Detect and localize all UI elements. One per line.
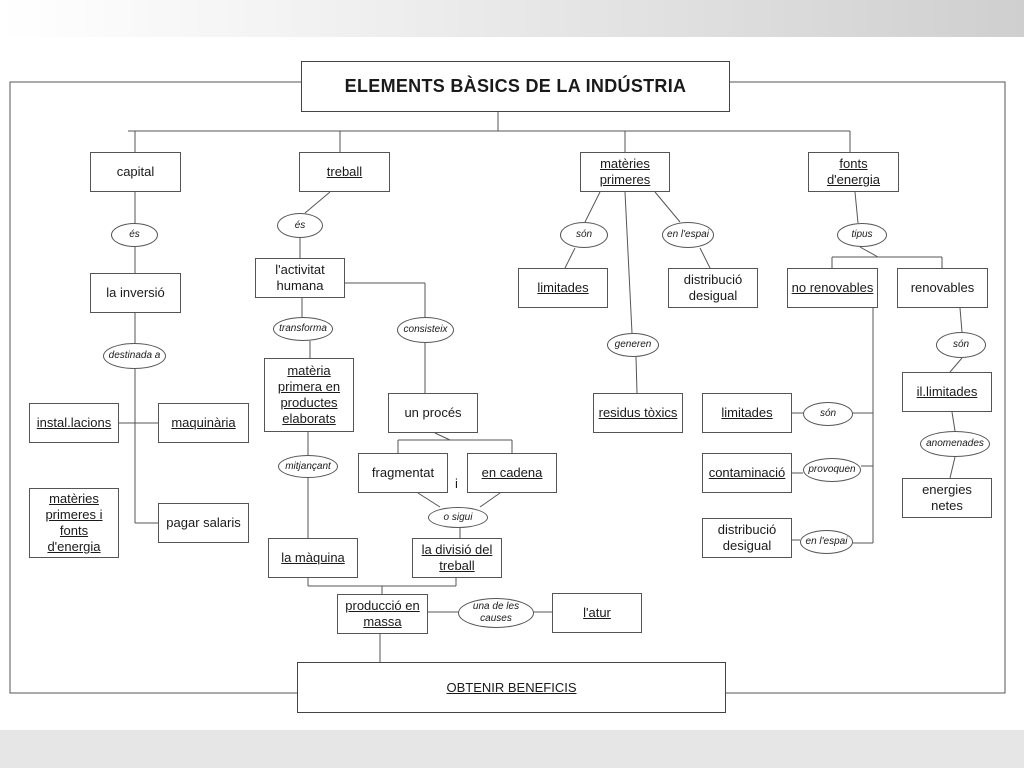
connector-son-renovables: són bbox=[936, 332, 986, 358]
node-limitades-materies: limitades bbox=[518, 268, 608, 308]
connector-es-treball: és bbox=[277, 213, 323, 238]
node-contaminacio: contaminació bbox=[702, 453, 792, 493]
node-fragmentat: fragmentat bbox=[358, 453, 448, 493]
page-title: ELEMENTS BÀSICS DE LA INDÚSTRIA bbox=[344, 76, 687, 96]
node-instalacions: instal.lacions bbox=[29, 403, 119, 443]
node-capital: capital bbox=[90, 152, 181, 192]
connector-generen: generen bbox=[607, 333, 659, 357]
connector-consisteix: consisteix bbox=[397, 317, 454, 343]
connector-una-de-les-causes: una de les causes bbox=[458, 598, 534, 628]
node-divisio-treball: la divisió del treball bbox=[412, 538, 502, 578]
connector-es-capital: és bbox=[111, 223, 158, 247]
node-materia-primera-productes: matèria primera en productes elaborats bbox=[264, 358, 354, 432]
node-residus-toxics: residus tòxics bbox=[593, 393, 683, 433]
footer-box: OBTENIR BENEFICIS bbox=[297, 662, 726, 713]
connector-transforma: transforma bbox=[273, 317, 333, 341]
node-un-proces: un procés bbox=[388, 393, 478, 433]
connector-o-sigui: o sigui bbox=[428, 507, 488, 528]
top-gradient-band bbox=[0, 0, 1024, 37]
node-il-limitades: il.limitades bbox=[902, 372, 992, 412]
node-no-renovables: no renovables bbox=[787, 268, 878, 308]
bottom-gray-band bbox=[0, 730, 1024, 768]
node-treball: treball bbox=[299, 152, 390, 192]
connector-en-lespai-materies: en l'espai bbox=[662, 222, 714, 248]
node-en-cadena: en cadena bbox=[467, 453, 557, 493]
footer-label: OBTENIR BENEFICIS bbox=[446, 680, 577, 695]
node-renovables: renovables bbox=[897, 268, 988, 308]
connector-provoquen: provoquen bbox=[803, 458, 861, 482]
connector-anomenades: anomenades bbox=[920, 431, 990, 457]
node-materies-primeres: matèries primeres bbox=[580, 152, 670, 192]
node-energies-netes: energies netes bbox=[902, 478, 992, 518]
node-la-maquina: la màquina bbox=[268, 538, 358, 578]
node-materies-fonts: matèries primeres i fonts d'energia bbox=[29, 488, 119, 558]
connector-en-lespai-energia: en l'espai bbox=[800, 530, 853, 554]
node-produccio-massa: producció en massa bbox=[337, 594, 428, 634]
connector-tipus: tipus bbox=[837, 223, 887, 247]
node-limitades-energia: limitades bbox=[702, 393, 792, 433]
connector-son-energia: són bbox=[803, 402, 853, 426]
title-box: ELEMENTS BÀSICS DE LA INDÚSTRIA bbox=[301, 61, 730, 112]
node-distribucio-desigual-materies: distribució desigual bbox=[668, 268, 758, 308]
connector-i: i bbox=[455, 476, 458, 491]
node-fonts-energia: fonts d'energia bbox=[808, 152, 899, 192]
connector-son-materies: són bbox=[560, 222, 608, 248]
node-activitat-humana: l'activitat humana bbox=[255, 258, 345, 298]
node-maquinaria: maquinària bbox=[158, 403, 249, 443]
node-la-inversio: la inversió bbox=[90, 273, 181, 313]
connector-mitjancant: mitjançant bbox=[278, 455, 338, 478]
node-latur: l'atur bbox=[552, 593, 642, 633]
node-pagar-salaris: pagar salaris bbox=[158, 503, 249, 543]
node-distribucio-desigual-energia: distribució desigual bbox=[702, 518, 792, 558]
connector-destinada-a: destinada a bbox=[103, 343, 166, 369]
